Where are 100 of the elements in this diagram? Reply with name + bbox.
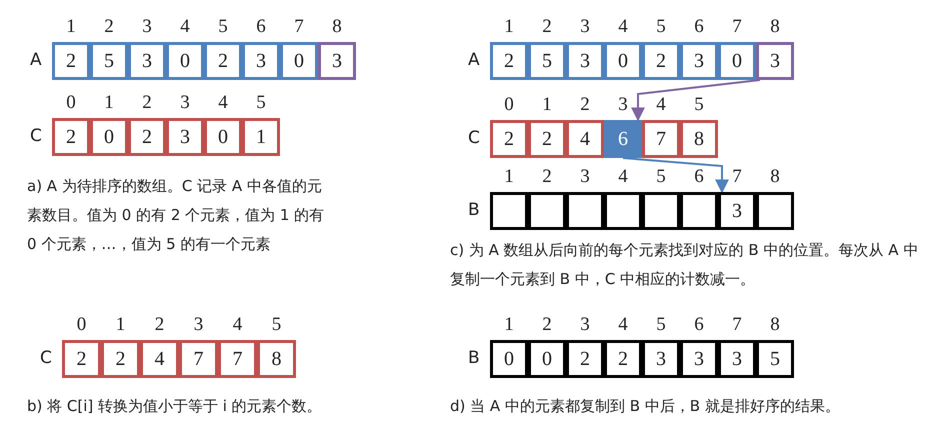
array-cell: 2 <box>604 340 642 378</box>
array-cell: 4 <box>140 340 179 378</box>
index-number: 7 <box>732 166 742 188</box>
array-cell: 0 <box>718 42 756 80</box>
index-number: 6 <box>694 166 704 188</box>
index-number: 2 <box>542 16 552 38</box>
array-cell: 0 <box>604 42 642 80</box>
array-cell: 2 <box>490 120 528 158</box>
array-cell: 2 <box>528 120 566 158</box>
index-number: 4 <box>218 92 228 114</box>
index-number: 5 <box>272 314 282 336</box>
row-label: C <box>468 127 481 150</box>
array-cell: 2 <box>566 340 604 378</box>
index-number: 1 <box>116 314 126 336</box>
index-number: 0 <box>76 314 86 336</box>
index-number: 1 <box>504 314 514 336</box>
array-cell: 0 <box>490 340 528 378</box>
array-row <box>40 314 296 378</box>
array-row <box>468 314 794 378</box>
array-cell: 3 <box>166 118 204 156</box>
array-cell: 2 <box>490 42 528 80</box>
index-number: 1 <box>504 166 514 188</box>
array-row <box>468 16 794 80</box>
array-cell: 3 <box>566 42 604 80</box>
array-cell: 2 <box>128 118 166 156</box>
array-cell: 3 <box>318 42 356 80</box>
index-number: 7 <box>732 16 742 38</box>
index-number: 5 <box>656 166 666 188</box>
index-number: 6 <box>694 16 704 38</box>
index-number: 8 <box>332 16 342 38</box>
index-number: 5 <box>694 94 704 116</box>
index-number: 8 <box>770 16 780 38</box>
index-number: 0 <box>66 92 76 114</box>
array-cell: 0 <box>204 118 242 156</box>
array-cell: 0 <box>90 118 128 156</box>
index-number: 4 <box>656 94 666 116</box>
index-number: 3 <box>580 166 590 188</box>
row-label: B <box>468 347 481 370</box>
index-number: 8 <box>770 314 780 336</box>
array-cell: 3 <box>680 42 718 80</box>
array-cell: 2 <box>204 42 242 80</box>
array-row <box>30 92 280 156</box>
index-number: 2 <box>142 92 152 114</box>
row-label: C <box>40 347 53 370</box>
array-cell: 3 <box>680 340 718 378</box>
array-cell: 1 <box>242 118 280 156</box>
caption: d) 当 A 中的元素都复制到 B 中后，B 就是排好序的结果。 <box>450 396 841 417</box>
array-cell: 6 <box>604 120 642 158</box>
array-cell: 5 <box>756 340 794 378</box>
index-number: 0 <box>504 94 514 116</box>
index-number: 7 <box>294 16 304 38</box>
index-number: 3 <box>194 314 204 336</box>
array-cell: 8 <box>257 340 296 378</box>
array-cell: 3 <box>128 42 166 80</box>
array-cell: 3 <box>242 42 280 80</box>
index-number: 3 <box>580 314 590 336</box>
index-number: 4 <box>618 16 628 38</box>
index-number: 5 <box>656 314 666 336</box>
array-cell: 2 <box>101 340 140 378</box>
array-cell: 3 <box>756 42 794 80</box>
array-row <box>30 16 356 80</box>
array-cell: 7 <box>179 340 218 378</box>
array-cell: 2 <box>62 340 101 378</box>
array-row <box>468 166 794 230</box>
row-label: A <box>30 49 43 72</box>
index-number: 7 <box>732 314 742 336</box>
row-label: C <box>30 125 43 148</box>
array-cell: 3 <box>718 340 756 378</box>
index-number: 1 <box>504 16 514 38</box>
index-number: 8 <box>770 166 780 188</box>
array-cell: 0 <box>166 42 204 80</box>
arrow <box>631 79 760 122</box>
array-cell: 3 <box>718 192 756 230</box>
array-cell: 2 <box>52 118 90 156</box>
index-number: 1 <box>66 16 76 38</box>
caption: b) 将 C[i] 转换为值小于等于 i 的元素个数。 <box>27 396 323 417</box>
array-cell: 5 <box>528 42 566 80</box>
index-number: 4 <box>232 314 242 336</box>
array-row <box>468 94 718 158</box>
array-cell: 5 <box>90 42 128 80</box>
index-number: 2 <box>154 314 164 336</box>
array-cell: 2 <box>52 42 90 80</box>
index-number: 2 <box>542 166 552 188</box>
index-number: 3 <box>142 16 152 38</box>
index-number: 4 <box>618 314 628 336</box>
index-number: 3 <box>180 92 190 114</box>
arrow <box>622 157 729 194</box>
index-number: 5 <box>656 16 666 38</box>
index-number: 2 <box>542 314 552 336</box>
array-cell: 0 <box>280 42 318 80</box>
row-label: A <box>468 49 481 72</box>
index-number: 5 <box>256 92 266 114</box>
index-number: 5 <box>218 16 228 38</box>
index-number: 4 <box>618 166 628 188</box>
index-number: 3 <box>618 94 628 116</box>
caption: a) A 为待排序的数组。C 记录 A 中各值的元素数目。值为 0 的有 2 个元素，值为 1 的有 0 个元素，…，值为 5 的有一个元素 <box>27 176 326 255</box>
index-number: 4 <box>180 16 190 38</box>
index-number: 3 <box>580 16 590 38</box>
index-number: 1 <box>104 92 114 114</box>
index-number: 2 <box>104 16 114 38</box>
